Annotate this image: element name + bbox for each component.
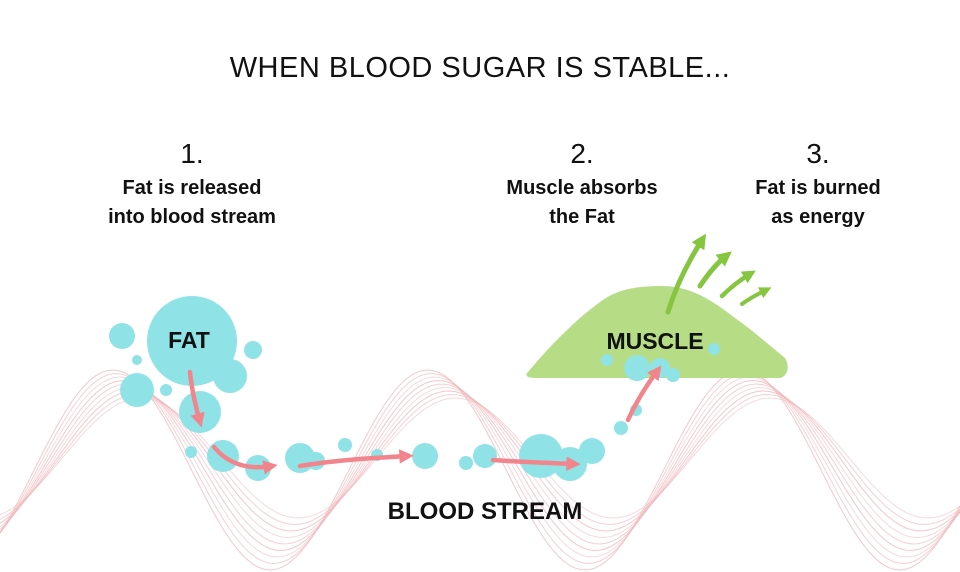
- fat-bubble: [213, 359, 247, 393]
- flow-arrow-4: [490, 456, 581, 471]
- energy-arrow-1: [665, 233, 707, 315]
- fat-bubble: [579, 438, 605, 464]
- step-3-number: 3.: [806, 138, 830, 169]
- step-2: 2. Muscle absorbs the Fat: [462, 138, 702, 232]
- flow-arrow-1: [187, 369, 205, 428]
- fat-bubble: [185, 446, 197, 458]
- wave-line: [0, 379, 960, 552]
- fat-bubble: [160, 384, 172, 396]
- fat-flow-arrows: [187, 365, 662, 475]
- fat-bubble: [708, 343, 720, 355]
- fat-bubble: [179, 391, 221, 433]
- step-3-description: Fat is burned as energy: [700, 174, 936, 232]
- flow-arrow-3: [297, 449, 414, 469]
- fat-bubble: [601, 354, 613, 366]
- fat-bubble: [338, 438, 352, 452]
- energy-arrows: [665, 233, 772, 315]
- step-1-line-1: Fat is released: [122, 177, 262, 199]
- step-1-description: Fat is released into blood stream: [72, 174, 312, 232]
- fat-bubble: [412, 443, 438, 469]
- step-1-line-2: into blood stream: [108, 206, 276, 228]
- diagram-title: WHEN BLOOD SUGAR IS STABLE...: [229, 52, 731, 84]
- fat-bubble: [132, 355, 142, 365]
- fat-bubble: [109, 323, 135, 349]
- wave-line: [0, 369, 960, 571]
- energy-arrow-4: [740, 287, 772, 306]
- energy-arrow-3: [719, 270, 756, 299]
- wave-line: [0, 376, 960, 558]
- fat-bubble: [473, 444, 497, 468]
- fat-bubble: [614, 421, 628, 435]
- blood-stream-label: BLOOD STREAM: [387, 498, 583, 525]
- fat-cell-large: [147, 296, 237, 386]
- fat-bubbles: [109, 296, 720, 481]
- wave-line: [0, 383, 960, 545]
- step-2-line-1: Muscle absorbs: [506, 177, 658, 199]
- step-2-line-2: the Fat: [549, 206, 615, 228]
- step-2-number: 2.: [570, 138, 594, 169]
- fat-bubble: [120, 373, 154, 407]
- wave-line: [0, 372, 960, 565]
- blood-stream-waves: [0, 369, 960, 571]
- fat-bubble: [666, 368, 680, 382]
- step-3-line-1: Fat is burned: [755, 177, 881, 199]
- step-1: 1. Fat is released into blood stream: [72, 138, 312, 232]
- fat-bubble: [519, 434, 563, 478]
- step-1-number: 1.: [180, 138, 204, 169]
- fat-bubble: [624, 355, 650, 381]
- step-2-description: Muscle absorbs the Fat: [462, 174, 702, 232]
- fat-bubble: [244, 341, 262, 359]
- muscle-label: MUSCLE: [606, 328, 704, 354]
- fat-bubble: [459, 456, 473, 470]
- energy-arrow-2: [697, 251, 732, 289]
- flow-arrow-5: [625, 365, 662, 423]
- step-3-line-2: as energy: [771, 206, 865, 228]
- muscle-mound: [526, 286, 788, 378]
- flow-arrow-2: [211, 444, 278, 475]
- fat-label: FAT: [168, 327, 210, 353]
- step-3: 3. Fat is burned as energy: [700, 138, 936, 232]
